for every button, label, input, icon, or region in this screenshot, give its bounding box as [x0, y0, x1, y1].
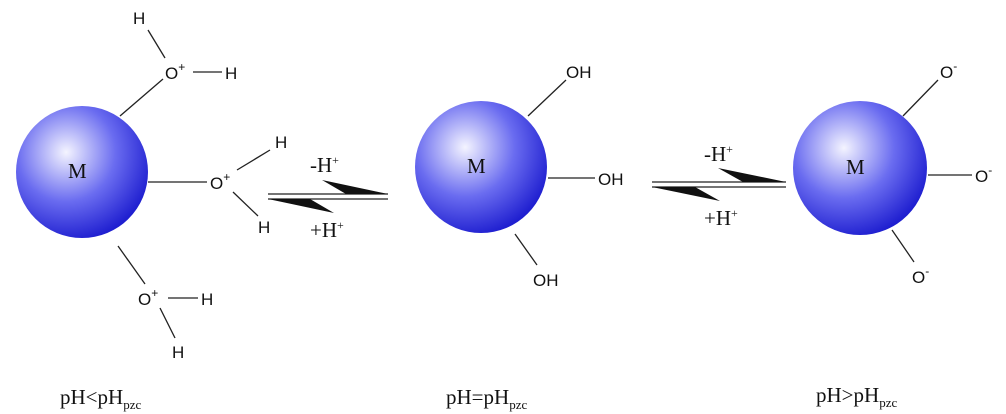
- middle-particle-label: M: [467, 154, 486, 178]
- left-bond-o2-h-bottom: [232, 191, 259, 217]
- right-o-bottom: O-: [912, 264, 929, 287]
- left-h-bottom-3: H: [172, 343, 184, 362]
- middle-oh-right: OH: [598, 170, 624, 189]
- left-bond-o2-h-top: [236, 149, 271, 171]
- left-o2: O+: [210, 170, 230, 193]
- left-h-top-1: H: [133, 9, 145, 28]
- arrow1-bottom-label: +H+: [310, 218, 344, 242]
- middle-particle-group: M OH OH OH pH=pHpzc: [415, 63, 624, 412]
- left-h-bottom-2: H: [258, 218, 270, 237]
- middle-metal-sphere: [415, 101, 547, 233]
- right-bond-top: [902, 79, 939, 117]
- middle-bond-top: [527, 79, 567, 117]
- left-condition-label: pH<pHpzc: [60, 385, 141, 412]
- middle-bond-bottom: [514, 233, 538, 266]
- middle-oh-top: OH: [566, 63, 592, 82]
- middle-condition-label: pH=pHpzc: [446, 385, 527, 412]
- left-o1: O+: [165, 60, 185, 83]
- equilibrium-arrow-1: -H+ +H+: [268, 153, 388, 242]
- arrow2-forward-head: [718, 168, 786, 182]
- right-metal-sphere: [793, 101, 927, 235]
- right-condition-label: pH>pHpzc: [816, 383, 897, 410]
- arrow2-reverse-head: [652, 187, 720, 201]
- left-bond-o1-h-top: [147, 29, 166, 59]
- left-particle-group: M H O+ H O+ H H O+ H H pH<pHpzc: [16, 9, 287, 412]
- left-bond-bottom: [117, 245, 146, 285]
- arrow2-bottom-label: +H+: [704, 206, 738, 230]
- arrow2-top-label: -H+: [704, 142, 733, 166]
- left-metal-sphere: [16, 106, 148, 238]
- right-particle-group: M O- O- O- pH>pHpzc: [793, 59, 992, 410]
- left-h-right-3: H: [201, 290, 213, 309]
- arrow1-top-label: -H+: [310, 153, 339, 177]
- right-particle-label: M: [846, 155, 865, 179]
- arrow1-forward-head: [322, 180, 388, 194]
- left-o3: O+: [138, 286, 158, 309]
- equilibrium-arrow-2: -H+ +H+: [652, 142, 786, 230]
- left-particle-label: M: [68, 159, 87, 183]
- left-h-top-2: H: [275, 133, 287, 152]
- middle-oh-bottom: OH: [533, 271, 559, 290]
- right-o-top: O-: [940, 59, 957, 82]
- left-h-right-1: H: [225, 64, 237, 83]
- right-bond-bottom: [891, 229, 915, 263]
- left-bond-o3-h-bottom: [159, 307, 176, 339]
- right-o-right: O-: [975, 163, 992, 186]
- arrow1-reverse-head: [268, 199, 334, 213]
- left-bond-top: [119, 78, 164, 117]
